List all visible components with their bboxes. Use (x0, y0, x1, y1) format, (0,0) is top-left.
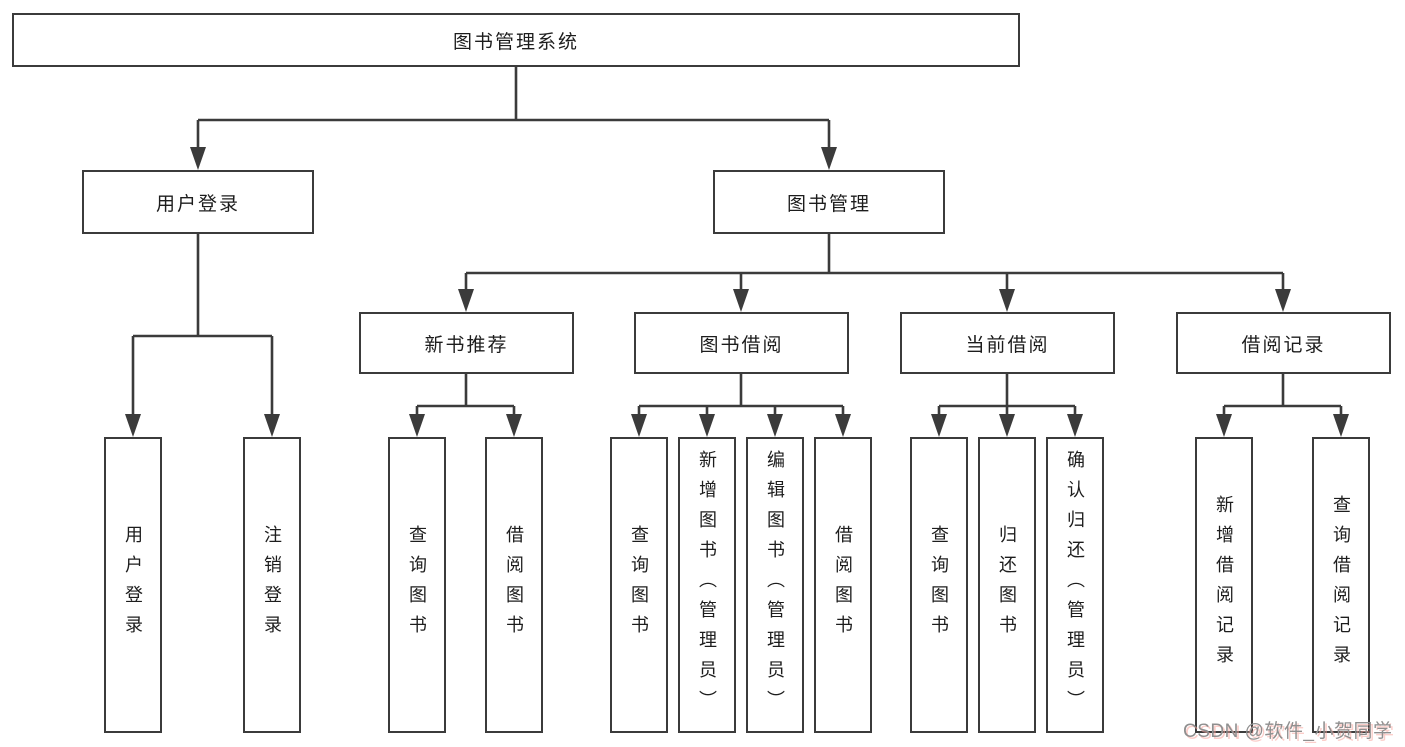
leaf-label: 查询图书 (407, 525, 427, 645)
arrow-down-icon (264, 414, 280, 437)
node-label: 图书借阅 (699, 334, 784, 356)
leaf-label: 查询图书 (929, 525, 949, 645)
node-new-book-recommend: 新书推荐 (359, 312, 574, 374)
leaf-label: 查询图书 (629, 525, 649, 645)
node-borrow-records: 借阅记录 (1176, 312, 1391, 374)
leaf-query-books-borrow: 查询图书 (610, 437, 668, 733)
arrow-down-icon (631, 414, 647, 437)
leaf-label: 新增借阅记录 (1214, 495, 1234, 675)
arrow-down-icon (767, 414, 783, 437)
arrow-down-icon (699, 414, 715, 437)
arrow-down-icon (999, 414, 1015, 437)
leaf-label: 确认归还（管理员） (1065, 450, 1085, 720)
arrow-down-icon (999, 289, 1015, 312)
leaf-label: 用户登录 (123, 525, 143, 645)
node-current-borrow: 当前借阅 (900, 312, 1115, 374)
node-label: 新书推荐 (424, 334, 509, 356)
leaf-borrow-books-recommend: 借阅图书 (485, 437, 543, 733)
arrow-down-icon (125, 414, 141, 437)
leaf-add-books-admin: 新增图书（管理员） (678, 437, 736, 733)
leaf-user-login: 用户登录 (104, 437, 162, 733)
leaf-label: 新增图书（管理员） (697, 450, 717, 720)
node-label: 借阅记录 (1241, 334, 1326, 356)
leaf-query-borrow-record: 查询借阅记录 (1312, 437, 1370, 733)
node-library-system: 图书管理系统 (12, 13, 1020, 67)
leaf-query-books-recommend: 查询图书 (388, 437, 446, 733)
node-user-login: 用户登录 (82, 170, 314, 234)
arrow-down-icon (1275, 289, 1291, 312)
leaf-label: 注销登录 (262, 525, 282, 645)
leaf-label: 查询借阅记录 (1331, 495, 1351, 675)
node-label: 用户登录 (155, 193, 240, 215)
arrow-down-icon (821, 147, 837, 170)
arrow-down-icon (409, 414, 425, 437)
watermark: CSDN @软件_小贺同学 (1183, 721, 1393, 742)
arrow-down-icon (458, 289, 474, 312)
arrow-down-icon (1333, 414, 1349, 437)
leaf-query-books-current: 查询图书 (910, 437, 968, 733)
arrow-down-icon (835, 414, 851, 437)
arrow-down-icon (506, 414, 522, 437)
leaf-label: 归还图书 (997, 525, 1017, 645)
leaf-logout-login: 注销登录 (243, 437, 301, 733)
arrow-down-icon (1067, 414, 1083, 437)
node-book-borrow: 图书借阅 (634, 312, 849, 374)
leaf-borrow-books: 借阅图书 (814, 437, 872, 733)
node-label: 图书管理 (786, 193, 871, 215)
leaf-label: 借阅图书 (833, 525, 853, 645)
leaf-label: 借阅图书 (504, 525, 524, 645)
arrow-down-icon (733, 289, 749, 312)
leaf-confirm-return-admin: 确认归还（管理员） (1046, 437, 1104, 733)
leaf-edit-books-admin: 编辑图书（管理员） (746, 437, 804, 733)
leaf-add-borrow-record: 新增借阅记录 (1195, 437, 1253, 733)
node-book-management: 图书管理 (713, 170, 945, 234)
node-label: 当前借阅 (965, 334, 1050, 356)
leaf-label: 编辑图书（管理员） (765, 450, 785, 720)
leaf-return-books: 归还图书 (978, 437, 1036, 733)
arrow-down-icon (190, 147, 206, 170)
node-label: 图书管理系统 (452, 31, 579, 53)
arrow-down-icon (931, 414, 947, 437)
arrow-down-icon (1216, 414, 1232, 437)
